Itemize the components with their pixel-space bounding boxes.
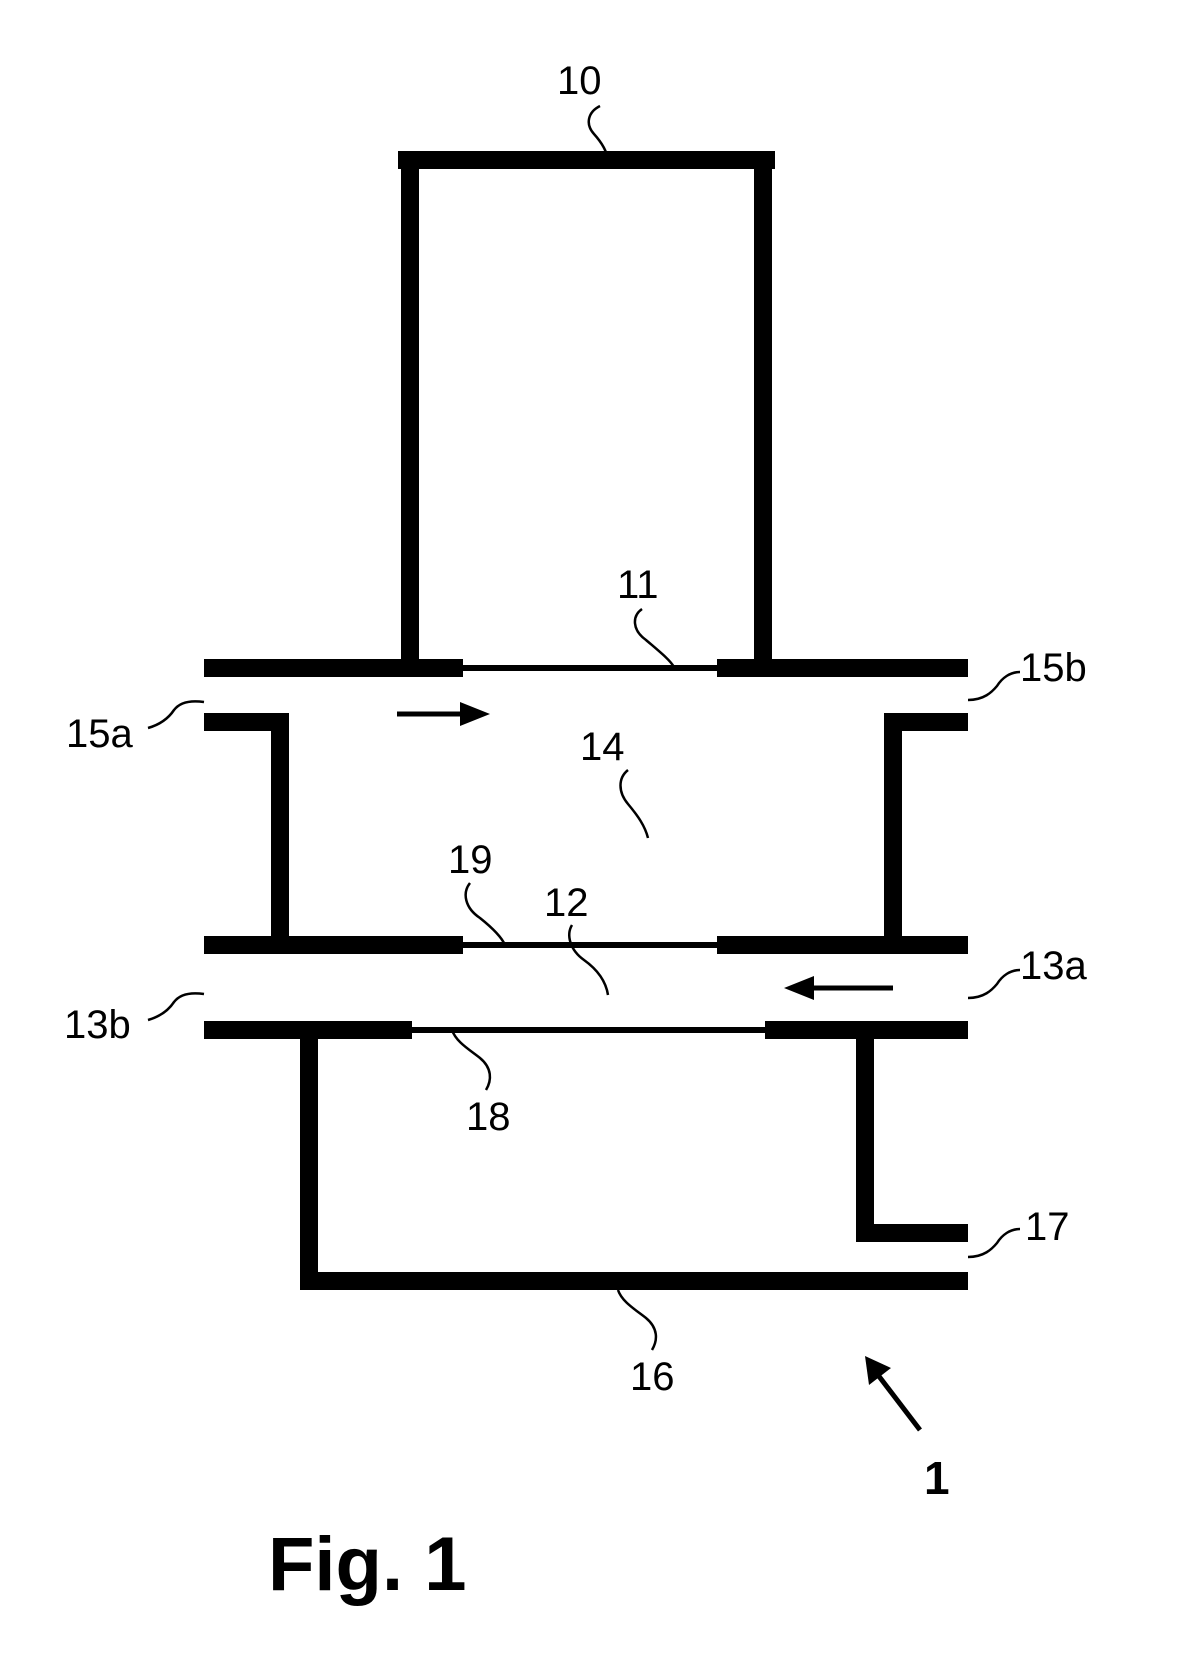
flow-arrow-right — [397, 702, 490, 726]
leader-18 — [450, 1029, 492, 1091]
leader-19 — [464, 882, 507, 946]
leader-lines — [147, 104, 1021, 1351]
chamber-10 — [398, 151, 775, 668]
chamber-14-right-wall — [884, 713, 968, 945]
flow-arrow-left — [784, 976, 893, 1000]
leader-15b — [967, 670, 1021, 702]
ref-label-12: 12 — [544, 881, 589, 925]
leader-16 — [616, 1289, 658, 1351]
leader-11 — [633, 607, 676, 668]
ref-label-18: 18 — [466, 1095, 511, 1139]
leader-17 — [967, 1227, 1021, 1259]
ref-label-15b: 15b — [1020, 646, 1087, 690]
leader-14 — [619, 769, 650, 839]
ref-label-15a: 15a — [66, 712, 133, 756]
leader-13a — [967, 968, 1021, 1000]
leader-15a — [147, 700, 205, 730]
ref-label-16: 16 — [630, 1355, 675, 1399]
ref-label-17: 17 — [1025, 1205, 1070, 1249]
ref-label-1: 1 — [924, 1452, 950, 1504]
chamber-14-left-wall — [204, 713, 289, 945]
reference-arrow-1 — [865, 1356, 922, 1432]
figure-caption: Fig. 1 — [268, 1522, 466, 1607]
leader-13b — [147, 992, 205, 1022]
ref-label-14: 14 — [580, 725, 625, 769]
ref-label-13b: 13b — [64, 1003, 131, 1047]
chamber-16-inner-wall — [856, 1030, 968, 1242]
ref-label-11: 11 — [617, 563, 659, 607]
leader-12 — [568, 924, 610, 996]
chamber-14 — [204, 713, 968, 945]
ref-label-10: 10 — [557, 59, 602, 103]
chamber-16-wall — [300, 1030, 968, 1290]
ref-label-13a: 13a — [1020, 944, 1087, 988]
ref-label-19: 19 — [448, 838, 493, 882]
chamber-16 — [300, 1030, 968, 1290]
leader-10 — [587, 104, 610, 161]
